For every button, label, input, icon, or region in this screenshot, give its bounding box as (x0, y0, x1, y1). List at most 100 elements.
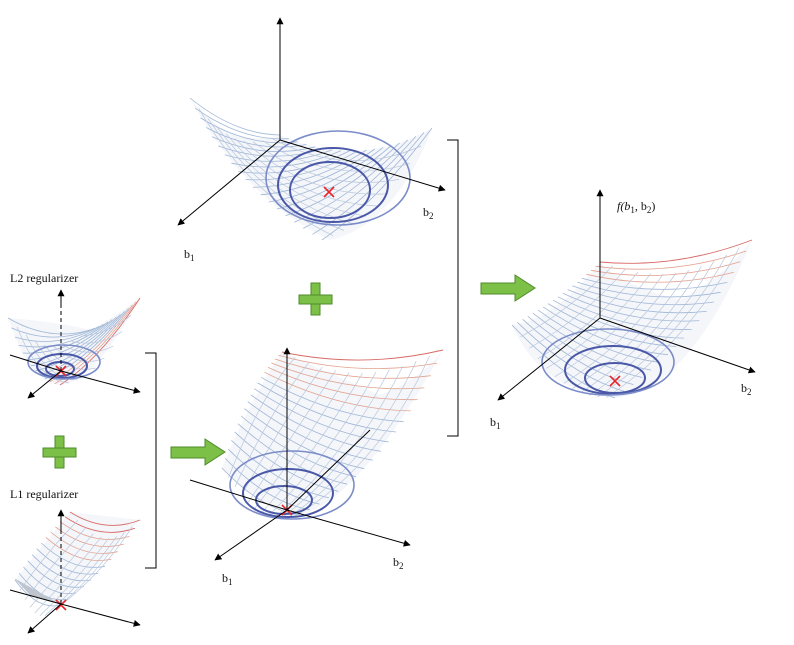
mesh-line (29, 533, 94, 608)
mesh-line (606, 247, 740, 398)
mesh-line (303, 136, 417, 229)
mesh-line (517, 321, 625, 392)
mesh-line (590, 261, 741, 276)
mesh-line (597, 254, 728, 398)
mesh-line (234, 431, 339, 492)
mesh-line (198, 108, 334, 236)
mesh-line (254, 388, 389, 443)
axes-top (177, 17, 446, 226)
mesh-line (247, 370, 336, 503)
mesh-line (231, 440, 330, 499)
mesh-line (45, 537, 112, 561)
mesh-line (280, 365, 404, 520)
mesh-line (260, 376, 404, 423)
mesh-line (567, 289, 707, 314)
mesh-line (252, 141, 400, 183)
mesh-line (254, 372, 350, 510)
l2-regularizer-surface (7, 297, 141, 386)
mesh-line (194, 107, 289, 140)
axes-l1 (9, 509, 141, 634)
mesh-line (240, 415, 356, 478)
label-l2-regularizer: L2 regularizer (10, 271, 78, 285)
mesh-line (257, 382, 397, 433)
mesh-line (276, 145, 392, 210)
mesh-line (586, 271, 734, 283)
mesh-line (211, 136, 316, 152)
mesh-line (542, 306, 669, 356)
regularizer-surface-middle (221, 349, 444, 520)
mesh-line (321, 127, 433, 241)
mesh-line (267, 371, 377, 517)
minimum-marker-result (609, 375, 621, 387)
axis-label-b1-middle: b1 (222, 571, 233, 587)
arrow-right-icon-regularizers (170, 438, 226, 466)
mesh-line (71, 331, 123, 344)
l1-regularizer-surface (14, 511, 141, 616)
mesh-line (247, 401, 373, 461)
mesh-line (589, 260, 715, 396)
mesh-line (245, 150, 359, 181)
mesh-line (64, 516, 136, 533)
axis-label-b1-result: b1 (490, 415, 501, 431)
axes-l2 (9, 289, 141, 399)
mesh-line (557, 296, 692, 330)
mesh-line (218, 145, 324, 157)
mesh-line (11, 327, 95, 338)
mesh-line (237, 423, 348, 485)
mesh-line (273, 369, 390, 519)
mesh-line (25, 334, 78, 381)
mesh-line (44, 344, 96, 370)
mesh-line (599, 239, 753, 264)
axis-label-b1-top: b1 (184, 247, 195, 263)
mesh-line (234, 362, 310, 487)
plus-icon-left (42, 435, 77, 469)
mesh-line (50, 531, 118, 554)
mesh-line (224, 458, 310, 511)
mesh-line (19, 520, 79, 591)
mesh-line (271, 362, 425, 390)
axis-label-b2-top: b2 (423, 205, 434, 221)
bracket-regularizers (145, 352, 157, 569)
mesh-line (580, 266, 702, 393)
mesh-line (312, 132, 425, 235)
mesh-line (39, 537, 110, 616)
minimum-marker-l1 (55, 599, 67, 611)
mesh-line (59, 521, 130, 540)
mesh-line (69, 511, 141, 526)
mesh-line (250, 394, 381, 452)
mesh-line (552, 299, 685, 339)
mesh-line (267, 367, 418, 401)
mesh-line (554, 273, 664, 377)
mesh-line (537, 271, 639, 360)
mesh-line (55, 526, 124, 547)
result-surface (511, 239, 753, 399)
mesh-line (529, 269, 626, 349)
mesh-line (562, 292, 700, 322)
mesh-line (285, 142, 400, 217)
axes-result (497, 189, 756, 401)
mesh-line (23, 566, 77, 594)
mesh-line (238, 150, 350, 174)
mesh-line (572, 285, 714, 306)
mesh-line (260, 148, 376, 196)
mesh-line (27, 560, 84, 588)
mesh-line (293, 355, 430, 518)
mesh-line (16, 326, 69, 384)
mesh-line (294, 139, 409, 223)
mesh-line (228, 357, 296, 478)
mesh-line (563, 272, 677, 384)
axes-middle (189, 347, 411, 561)
label-l1-regularizer: L1 regularizer (10, 487, 78, 501)
mesh-line (62, 344, 114, 353)
mesh-line (571, 270, 689, 390)
function-label-f: f(b1, b2) (617, 199, 655, 215)
mesh-line (80, 314, 132, 337)
mesh-line (252, 149, 367, 188)
mesh-line (278, 354, 438, 370)
bracket-sum (447, 139, 459, 437)
mesh-line (264, 371, 411, 412)
mesh-line (577, 281, 721, 298)
mesh-line (244, 408, 365, 470)
mesh-line (260, 372, 363, 514)
